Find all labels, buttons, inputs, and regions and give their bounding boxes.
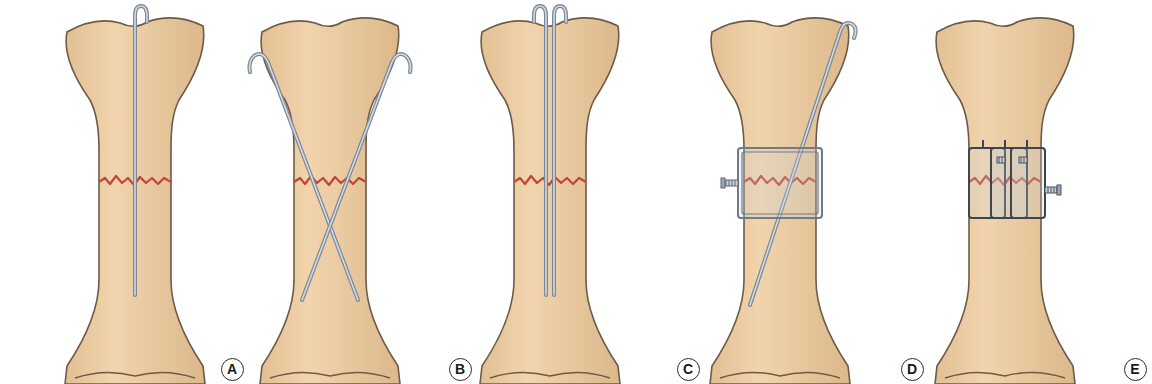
bone-e xyxy=(935,18,1075,384)
callout-circle: B xyxy=(449,358,472,381)
callout-letter: E xyxy=(1130,362,1139,376)
callout-letter: C xyxy=(683,362,693,376)
bone-d xyxy=(710,18,856,384)
callout-letter: B xyxy=(455,362,465,376)
callout-circle: E xyxy=(1124,358,1147,381)
callout-circle: C xyxy=(677,358,700,381)
callout-circle: A xyxy=(221,358,244,381)
bone-c xyxy=(480,6,620,384)
callout-circle: D xyxy=(901,358,924,381)
callout-letter: D xyxy=(907,362,917,376)
callout-letter: A xyxy=(227,362,237,376)
bone-a xyxy=(65,6,205,384)
bone-b xyxy=(250,18,411,384)
